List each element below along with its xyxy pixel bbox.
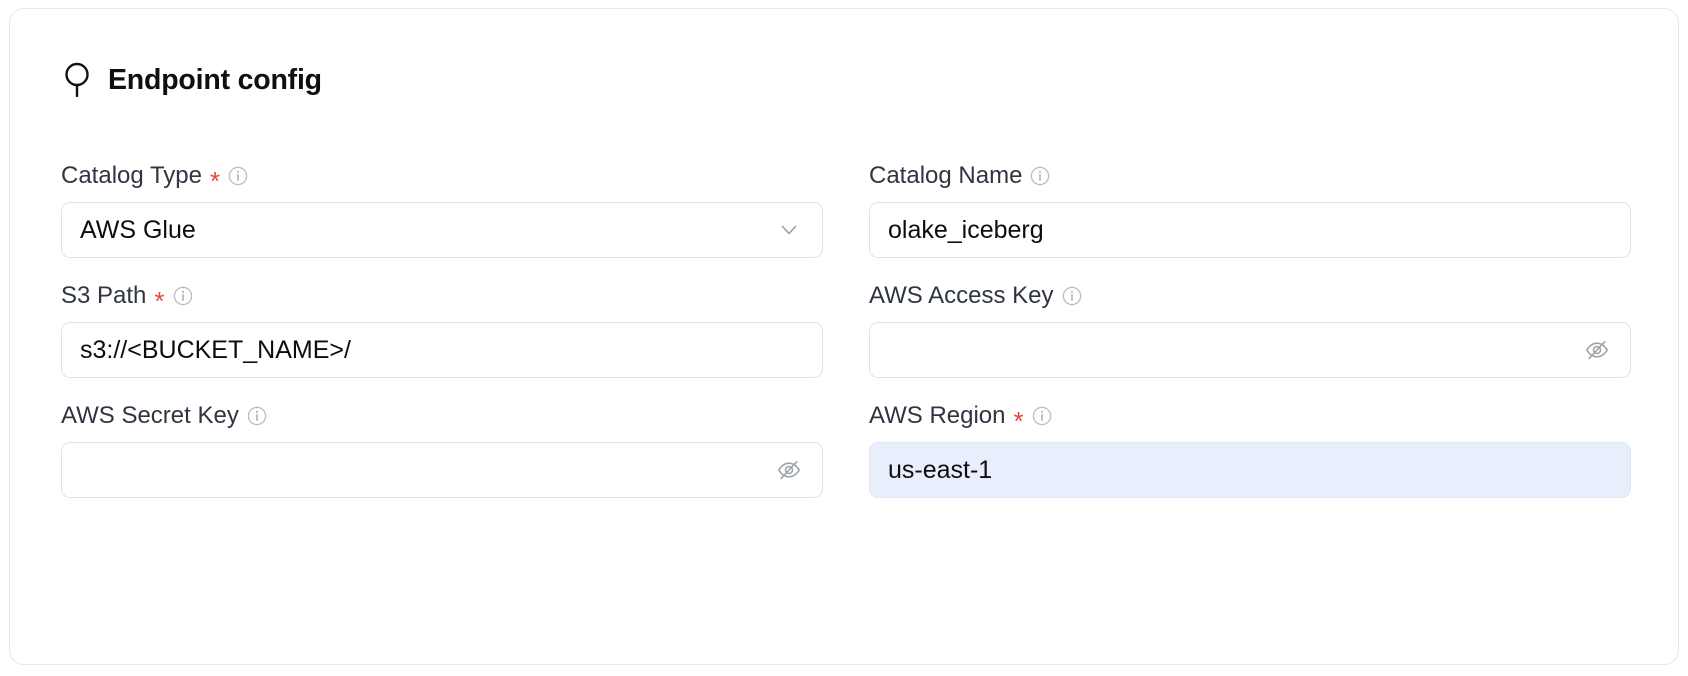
label-text: AWS Region <box>869 402 1006 429</box>
info-icon[interactable] <box>228 166 248 186</box>
field-catalog-name: Catalog Name olake_iceberg <box>869 159 1631 258</box>
label-aws-access-key: AWS Access Key <box>869 279 1631 313</box>
label-text: Catalog Type <box>61 162 202 189</box>
label-catalog-type: Catalog Type * <box>61 159 823 196</box>
field-s3-path: S3 Path * s3://<BUCKET_NAME>/ <box>61 279 823 378</box>
required-marker: * <box>210 166 221 196</box>
input-value: us-east-1 <box>888 457 993 483</box>
eye-off-icon[interactable] <box>774 455 804 485</box>
endpoint-config-card: Endpoint config Catalog Type * <box>9 8 1679 665</box>
eye-off-icon[interactable] <box>1582 335 1612 365</box>
info-icon[interactable] <box>247 406 267 426</box>
card-title: Endpoint config <box>108 63 322 96</box>
select-catalog-type[interactable]: AWS Glue <box>61 202 823 258</box>
input-value: olake_iceberg <box>888 217 1044 243</box>
label-s3-path: S3 Path * <box>61 279 823 316</box>
label-text: AWS Access Key <box>869 282 1054 309</box>
info-icon[interactable] <box>1030 166 1050 186</box>
input-catalog-name[interactable]: olake_iceberg <box>869 202 1631 258</box>
select-value: AWS Glue <box>80 217 196 243</box>
input-aws-region[interactable]: us-east-1 <box>869 442 1631 498</box>
field-catalog-type: Catalog Type * AWS Glue <box>61 159 823 258</box>
info-icon[interactable] <box>1032 406 1052 426</box>
input-value: s3://<BUCKET_NAME>/ <box>80 337 351 363</box>
label-catalog-name: Catalog Name <box>869 159 1631 193</box>
chevron-down-icon[interactable] <box>774 215 804 245</box>
input-aws-secret-key[interactable] <box>61 442 823 498</box>
label-text: AWS Secret Key <box>61 402 239 429</box>
label-text: S3 Path <box>61 282 147 309</box>
label-text: Catalog Name <box>869 162 1023 189</box>
label-aws-secret-key: AWS Secret Key <box>61 399 823 433</box>
info-icon[interactable] <box>1062 286 1082 306</box>
required-marker: * <box>1013 406 1024 436</box>
location-pin-icon <box>62 61 92 99</box>
endpoint-config-form: Catalog Type * AWS Glue <box>61 159 1631 519</box>
input-aws-access-key[interactable] <box>869 322 1631 378</box>
info-icon[interactable] <box>173 286 193 306</box>
input-s3-path[interactable]: s3://<BUCKET_NAME>/ <box>61 322 823 378</box>
field-aws-secret-key: AWS Secret Key <box>61 399 823 498</box>
field-aws-region: AWS Region * us-east-1 <box>869 399 1631 498</box>
card-header: Endpoint config <box>62 57 322 103</box>
field-aws-access-key: AWS Access Key <box>869 279 1631 378</box>
label-aws-region: AWS Region * <box>869 399 1631 436</box>
required-marker: * <box>154 286 165 316</box>
